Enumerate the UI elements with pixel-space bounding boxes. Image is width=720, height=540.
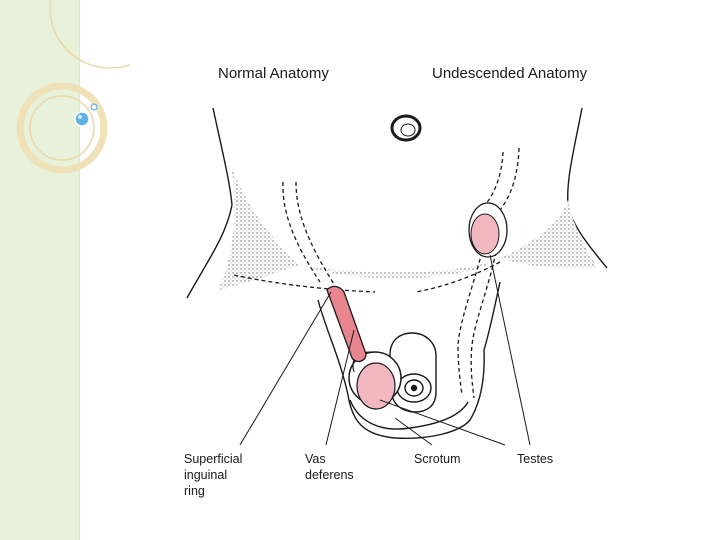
bubble-icon — [74, 103, 98, 127]
label-testes: Testes — [517, 452, 553, 466]
penis — [389, 332, 437, 413]
label-vas: Vas — [305, 452, 326, 466]
inguinal-canal — [233, 181, 501, 293]
label-ring: ring — [184, 484, 205, 498]
undescended-testis — [468, 202, 508, 258]
normal-testis — [348, 351, 402, 410]
title-undescended-anatomy: Undescended Anatomy — [432, 65, 588, 82]
navel — [390, 114, 422, 142]
scrotum-outline — [317, 281, 501, 440]
leader-lines — [239, 254, 531, 446]
stippled-shading — [218, 168, 598, 290]
label-inguinal: inguinal — [184, 468, 227, 482]
title-normal-anatomy: Normal Anatomy — [218, 65, 329, 82]
undescended-vas — [457, 147, 520, 399]
label-deferens: deferens — [305, 468, 354, 482]
vas-deferens-normal — [326, 285, 367, 363]
diagram-labels: Superficial inguinal ring Vas deferens S… — [184, 452, 553, 498]
slide-decoration — [16, 0, 130, 174]
ring-decoration-icon — [16, 0, 130, 174]
label-scrotum: Scrotum — [414, 452, 461, 466]
label-superficial: Superficial — [184, 452, 242, 466]
